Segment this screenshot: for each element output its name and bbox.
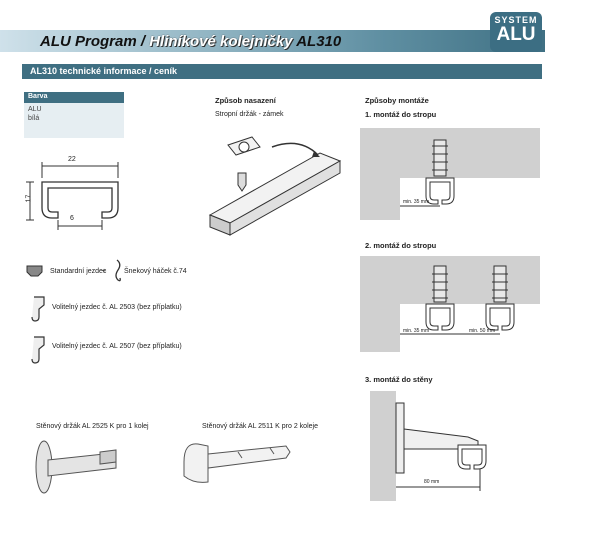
runner-2503-label: Volitelný jezdec č. AL 2503 (bez příplat… <box>52 304 182 311</box>
mounting-heading: Způsob nasazení <box>215 96 276 105</box>
bracket-2511-illustration <box>183 443 291 483</box>
runner-2503-icon <box>31 296 45 322</box>
barva-header <box>24 92 124 103</box>
title-part-2: Hliníkové kolejničky <box>149 33 297 50</box>
standard-runner-label: Standardní jezdec <box>50 268 107 275</box>
bracket-2525-label: Stěnový držák AL 2525 K pro 1 kolej <box>36 423 149 430</box>
barva-heading: Barva <box>28 93 48 100</box>
color-option-white: bílá <box>28 115 40 122</box>
bracket-2525-illustration <box>35 440 117 494</box>
barva-box <box>24 103 124 138</box>
montage-3-diagram <box>370 391 487 501</box>
section-bar <box>22 64 542 79</box>
title-part-3: AL310 <box>296 33 342 50</box>
montage-heading: Způsoby montáže <box>365 96 429 105</box>
montage-2-title: 2. montáž do stropu <box>365 241 437 250</box>
system-alu-logo: SYSTEM ALU <box>490 12 542 52</box>
runner-2507-icon <box>31 336 45 364</box>
section-title: AL310 technické informace / ceník <box>30 66 178 76</box>
rail-mounting-illustration <box>208 136 342 236</box>
montage-1-diagram <box>360 128 540 220</box>
logo-top-text: SYSTEM <box>494 15 538 25</box>
montage-2-dim-2: min. 50 mm <box>469 328 496 334</box>
dim-height: 17 <box>25 194 33 203</box>
title-part-1: ALU Program / <box>40 33 150 50</box>
color-option-alu: ALU <box>28 106 42 113</box>
profile-drawing <box>26 162 119 230</box>
mounting-subtitle: Stropní držák - zámek <box>215 111 284 118</box>
bracket-2511-label: Stěnový držák AL 2511 K pro 2 koleje <box>202 423 318 430</box>
montage-2-dim-1: min. 35 mm <box>403 328 430 334</box>
montage-2-diagram <box>360 256 540 352</box>
hook-label: Šnekový háček č.74 <box>124 268 187 275</box>
page-title: ALU Program / Hliníkové kolejničky AL310 <box>40 33 341 50</box>
hook-icon <box>115 259 121 282</box>
dim-opening: 6 <box>70 215 74 222</box>
logo-main-text: ALU <box>496 24 536 45</box>
montage-3-dim: 80 mm <box>424 479 440 485</box>
title-bar <box>0 30 545 52</box>
montage-1-dim: min. 35 mm <box>403 199 430 205</box>
montage-1-title: 1. montáž do stropu <box>365 110 437 119</box>
standard-runner-icon <box>26 265 43 277</box>
plus-sign: + <box>102 268 107 275</box>
runner-2507-label: Volitelný jezdec č. AL 2507 (bez příplat… <box>52 343 182 350</box>
montage-3-title: 3. montáž do stěny <box>365 375 433 384</box>
dim-width: 22 <box>68 156 76 163</box>
